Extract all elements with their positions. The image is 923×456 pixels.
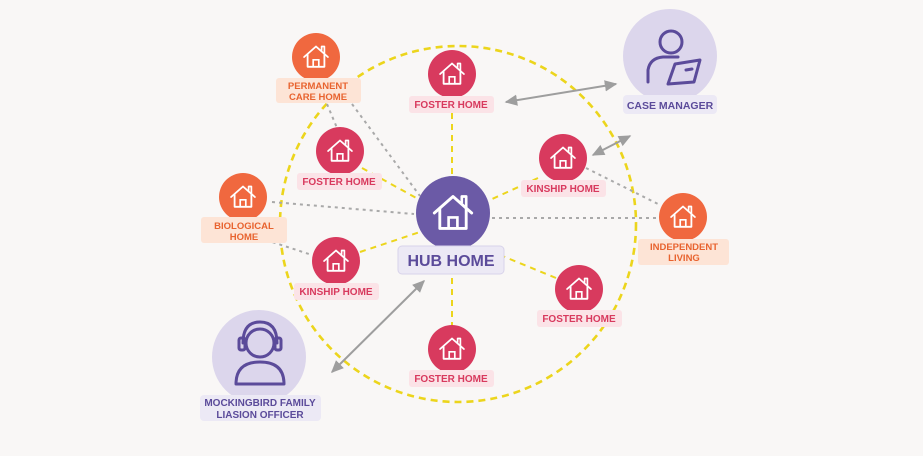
spoke-to-kinship-right <box>489 177 539 201</box>
permanent-label-line1: PERMANENT <box>288 81 348 92</box>
connector-biological-to-hub <box>271 201 415 215</box>
arrow-foster-case-manager <box>504 80 618 106</box>
permanent-care-home-node: PERMANENT CARE HOME <box>276 33 361 103</box>
biological-label-line2: HOME <box>230 232 259 243</box>
arrow-kinship-case-manager <box>591 135 632 156</box>
foster-left-label: FOSTER HOME <box>302 177 376 188</box>
biological-home-node: BIOLOGICAL HOME <box>201 173 287 243</box>
kinship-left-label: KINSHIP HOME <box>299 287 372 298</box>
independent-living-node: INDEPENDENT LIVING <box>638 193 729 265</box>
foster-home-top-node: FOSTER HOME <box>409 50 494 113</box>
spoke-to-foster-right <box>499 254 557 279</box>
independent-label-line1: INDEPENDENT <box>650 242 718 253</box>
foster-top-label: FOSTER HOME <box>414 100 488 111</box>
headset-person-icon <box>234 320 286 386</box>
hub-home-label: HUB HOME <box>407 253 494 270</box>
foster-right-label: FOSTER HOME <box>542 314 616 325</box>
liaison-label-line1: MOCKINGBIRD FAMILY <box>204 398 316 409</box>
kinship-right-label: KINSHIP HOME <box>526 184 599 195</box>
foster-home-bottom-node: FOSTER HOME <box>409 325 494 387</box>
arrow-hub-liaison <box>331 280 425 373</box>
person-reading-icon <box>646 29 702 86</box>
hub-home-node: HUB HOME <box>397 176 505 275</box>
foster-home-left-node: FOSTER HOME <box>297 127 382 190</box>
independent-label-line2: LIVING <box>668 253 700 264</box>
case-manager-node: CASE MANAGER <box>623 9 717 114</box>
foster-home-right-node: FOSTER HOME <box>537 265 622 327</box>
arrows <box>331 80 632 373</box>
case-manager-label: CASE MANAGER <box>627 100 714 112</box>
connector-permanent-to-foster <box>351 103 421 197</box>
liaison-label-line2: LIASION OFFICER <box>216 410 304 421</box>
connector-permanent-to-foster-left <box>326 103 338 129</box>
liaison-officer-node: MOCKINGBIRD FAMILY LIASION OFFICER <box>200 310 321 421</box>
biological-label-line1: BIOLOGICAL <box>214 221 274 232</box>
kinship-home-left-node: KINSHIP HOME <box>294 237 379 300</box>
foster-bottom-label: FOSTER HOME <box>414 374 488 385</box>
permanent-label-line2: CARE HOME <box>289 92 347 103</box>
kinship-home-right-node: KINSHIP HOME <box>521 134 606 197</box>
